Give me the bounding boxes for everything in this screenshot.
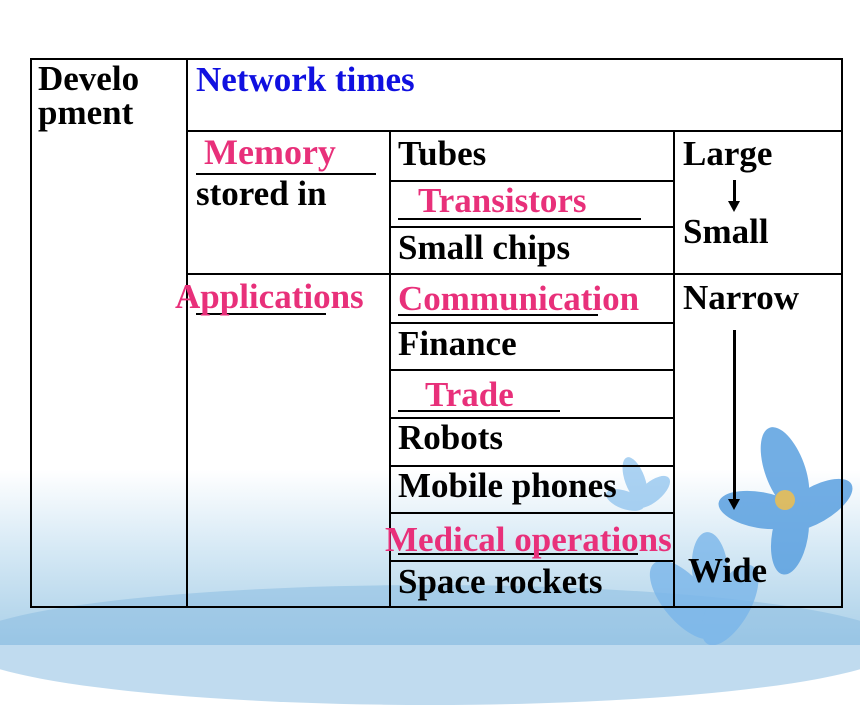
- transistors-blank: [398, 218, 641, 220]
- communication-blank: [398, 314, 598, 316]
- memory-blank: [196, 173, 376, 175]
- network-times-heading: Network times: [196, 60, 415, 99]
- app-row-mobile-phones: Mobile phones: [398, 466, 617, 505]
- memory-row-small-chips: Small chips: [398, 228, 571, 267]
- medical-blank: [398, 553, 638, 555]
- trade-blank: [398, 410, 560, 412]
- size-small-label: Small: [683, 212, 769, 251]
- applications-blank: [196, 313, 326, 315]
- app-row-finance: Finance: [398, 324, 517, 363]
- blue-flower-decoration: [605, 427, 853, 645]
- app-row-medical-operations: Medical operations: [385, 520, 672, 559]
- app-row-space-rockets: Space rockets: [398, 562, 603, 601]
- size-arrow-head: [728, 201, 740, 212]
- memory-row-transistors: Transistors: [418, 181, 587, 220]
- development-label: Develo pment: [38, 59, 140, 132]
- stored-in-label: stored in: [196, 174, 327, 213]
- size-large-label: Large: [683, 134, 773, 173]
- range-wide-label: Wide: [688, 551, 768, 590]
- memory-answer: Memory: [204, 132, 336, 172]
- range-arrow-head: [728, 499, 740, 510]
- memory-row-tubes: Tubes: [398, 134, 487, 173]
- app-row-communication: Communication: [398, 279, 640, 318]
- size-arrow-line: [733, 180, 736, 202]
- range-arrow-line: [733, 330, 736, 500]
- app-row-trade: Trade: [425, 375, 514, 414]
- range-narrow-label: Narrow: [683, 278, 799, 317]
- applications-answer: Applications: [175, 277, 364, 316]
- app-row-robots: Robots: [398, 418, 504, 457]
